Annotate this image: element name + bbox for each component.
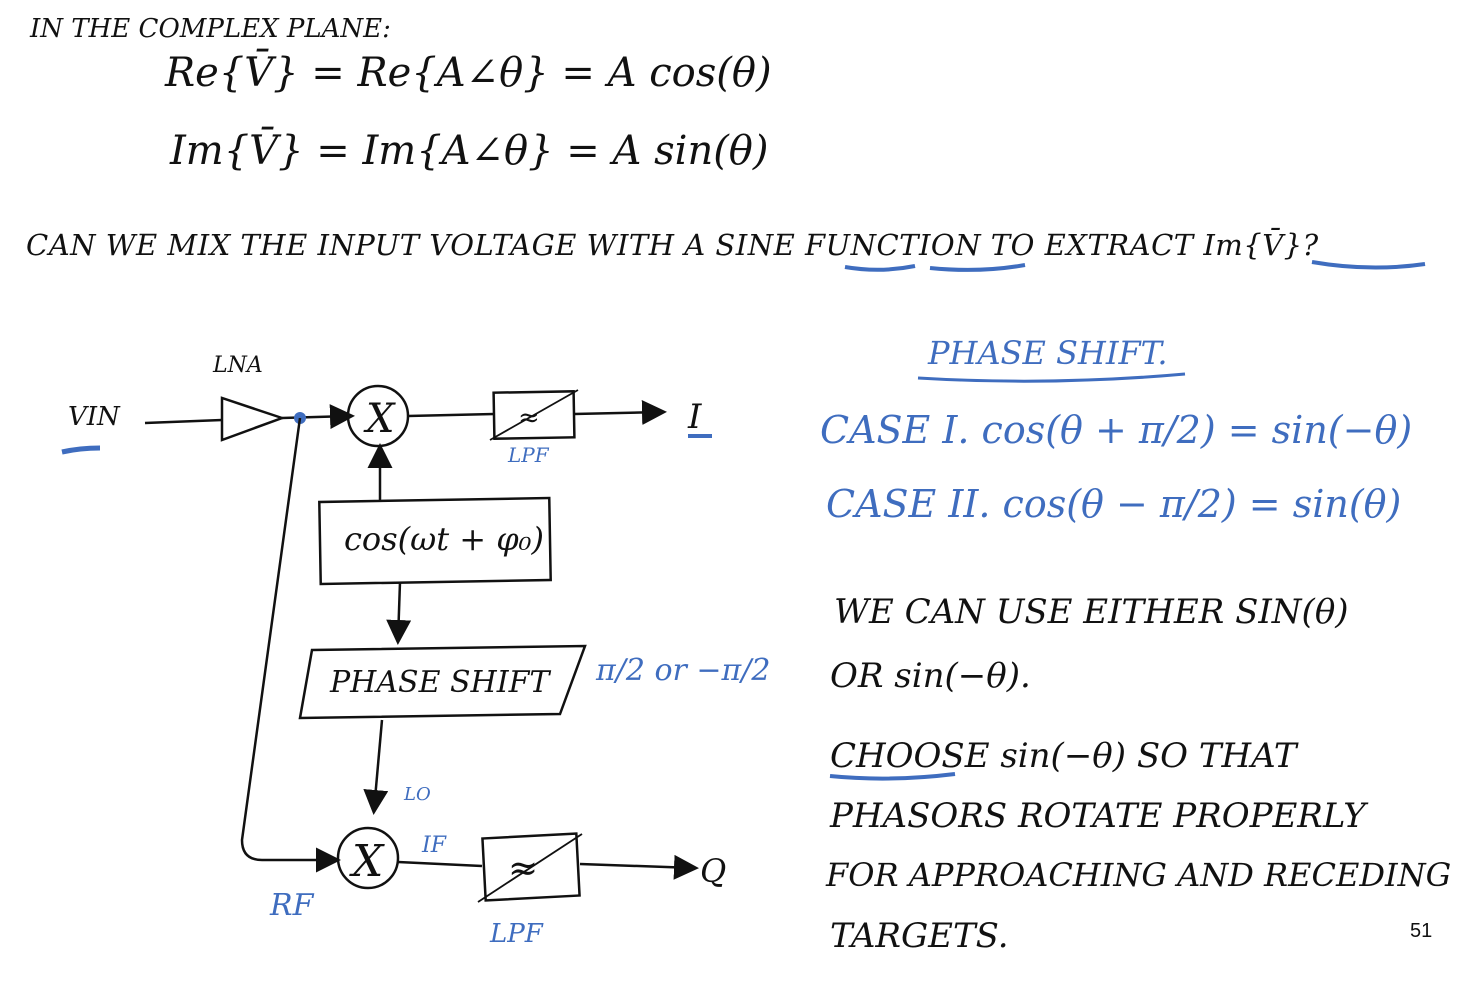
lna-out-wire <box>281 404 355 430</box>
output-i-label: I <box>687 397 702 437</box>
question-text: CAN WE MIX THE INPUT VOLTAGE WITH A SINE… <box>26 228 1319 262</box>
oscillator-label: cos(ωt + φ₀) <box>344 520 544 558</box>
intro-text: IN THE COMPLEX PLANE: <box>30 14 391 44</box>
note-line-4: PHASORS ROTATE PROPERLY <box>830 796 1366 836</box>
rf-feed-wire <box>240 417 341 873</box>
phase-to-mixer-bottom <box>363 719 389 815</box>
lo-label: LO <box>403 784 431 805</box>
phase-shift-box <box>298 644 587 720</box>
mixer-bottom-out <box>397 860 483 868</box>
mixer-top-symbol: X <box>363 396 396 442</box>
lpf-bottom-out <box>579 854 699 880</box>
lpf-top-symbol: ≈ <box>518 403 540 433</box>
vin-label: VIN <box>68 402 121 432</box>
mixer-bottom <box>336 826 400 890</box>
phase-shift-label: PHASE SHIFT <box>329 665 551 700</box>
note-line-5: FOR APPROACHING AND RECEDING <box>826 856 1452 894</box>
note-line-1: WE CAN USE EITHER SIN(θ) <box>834 592 1349 632</box>
note-line-3: CHOOSE sin(−θ) SO THAT <box>830 736 1297 776</box>
osc-to-phase <box>386 581 412 645</box>
lpf-bottom-slash <box>477 833 583 903</box>
case-one: CASE I. cos(θ + π/2) = sin(−θ) <box>820 408 1413 452</box>
lpf-top-box <box>492 390 576 440</box>
oscillator-box <box>318 496 552 586</box>
lpf-top-out <box>573 399 667 425</box>
note-line-2: OR sin(−θ). <box>830 656 1031 696</box>
phase-shift-title: PHASE SHIFT. <box>928 334 1168 372</box>
phase-note: π/2 or −π/2 <box>595 653 770 688</box>
lpf-top-label: LPF <box>507 443 550 467</box>
input-wire <box>144 418 223 425</box>
if-label: IF <box>421 833 447 858</box>
equation-imag: Im{V̄} = Im{A∠θ} = A sin(θ) <box>170 128 769 174</box>
lna-amplifier <box>220 396 286 442</box>
lna-label: LNA <box>212 353 263 378</box>
output-q-label: Q <box>700 852 726 890</box>
note-line-6: TARGETS. <box>830 916 1009 956</box>
vin-underline <box>61 445 101 455</box>
lpf-bottom-symbol: ≈ <box>508 848 538 889</box>
lpf-bottom-box <box>481 832 581 902</box>
case-two: CASE II. cos(θ − π/2) = sin(θ) <box>826 482 1402 526</box>
page-number: 51 <box>1410 920 1433 942</box>
lpf-bottom-label: LPF <box>489 919 544 949</box>
mixer-bottom-symbol: X <box>349 836 385 887</box>
rf-label: RF <box>269 888 315 923</box>
lpf-top-slash <box>489 389 579 441</box>
mixer-top-out <box>407 412 495 418</box>
equation-real: Re{V̄} = Re{A∠θ} = A cos(θ) <box>165 50 772 96</box>
